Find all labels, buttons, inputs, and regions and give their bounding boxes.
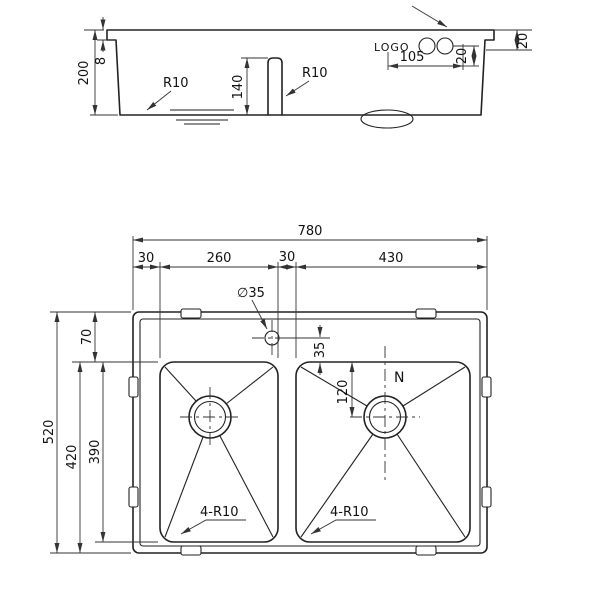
dim-top-margin-label: 70 <box>80 329 95 346</box>
side-view-labels: 200 8 140 R10 R10 LOGO 105 20 20 <box>77 33 531 100</box>
dim-divider-depth-label: 140 <box>231 75 246 100</box>
dim-height-label: 200 <box>77 61 92 86</box>
radius-right-bowl-label: 4-R10 <box>330 505 369 520</box>
radius-left-label: R10 <box>163 76 189 91</box>
faucet-hole-right-icon <box>436 37 454 55</box>
sink-inner-rim <box>139 318 481 547</box>
radius-divider-leader <box>285 80 310 97</box>
side-view-dimensions <box>84 5 532 116</box>
dim-edge-down-label: 20 <box>516 33 531 50</box>
radius-left-bowl-label: 4-R10 <box>200 505 239 520</box>
left-drain-recess <box>170 109 234 125</box>
radius-right-bowl-leader <box>310 519 376 535</box>
center-divider-slot <box>267 57 283 116</box>
left-bowl-slope-lines <box>164 366 274 538</box>
plan-view-labels: 780 30 260 30 430 ∅35 35 70 520 420 390 … <box>42 224 404 520</box>
dim-drain-offset-label: 120 <box>336 380 351 405</box>
radius-left-bowl-leader <box>180 519 246 535</box>
dim-hole-down-label: 20 <box>455 48 470 65</box>
dim-width-label: 780 <box>298 224 323 239</box>
side-view: 200 8 140 R10 R10 LOGO 105 20 20 <box>77 5 532 129</box>
hole-dia-leader <box>251 299 268 330</box>
dim-right-bowl-label: 430 <box>379 251 404 266</box>
logo-text: LOGO <box>374 41 410 54</box>
dim-bowl-depth-label: 390 <box>88 440 103 465</box>
right-drain-ellipse <box>360 109 414 129</box>
mounting-clips <box>128 308 492 556</box>
dim-hole-offset-label: 105 <box>400 50 425 65</box>
centerlines <box>180 320 420 481</box>
dim-flange-label: 8 <box>94 57 109 65</box>
faucet-hole-left-icon <box>418 37 436 55</box>
dim-left-bowl-label: 260 <box>207 251 232 266</box>
left-bowl <box>159 361 279 543</box>
plan-view: 780 30 260 30 430 ∅35 35 70 520 420 390 … <box>42 224 492 556</box>
dim-hole-inset-label: 35 <box>313 342 328 359</box>
dim-divider-label: 30 <box>279 250 296 265</box>
plan-view-dimensions <box>50 236 488 554</box>
dim-left-margin-label: 30 <box>138 251 155 266</box>
right-bowl <box>295 361 471 543</box>
sink-body-outline <box>106 29 495 116</box>
dim-depth-label: 520 <box>42 420 57 445</box>
left-drain-inner <box>193 400 227 434</box>
radius-divider-label: R10 <box>302 66 328 81</box>
dim-inner-depth-label: 420 <box>65 445 80 470</box>
top-right-leader <box>411 5 448 28</box>
right-bowl-slope-lines <box>300 366 466 538</box>
sink-outer-rim <box>132 311 488 554</box>
radius-left-leader <box>146 90 172 111</box>
dim-hole-dia-label: ∅35 <box>237 286 265 301</box>
drain-mark-label: N <box>394 370 404 386</box>
